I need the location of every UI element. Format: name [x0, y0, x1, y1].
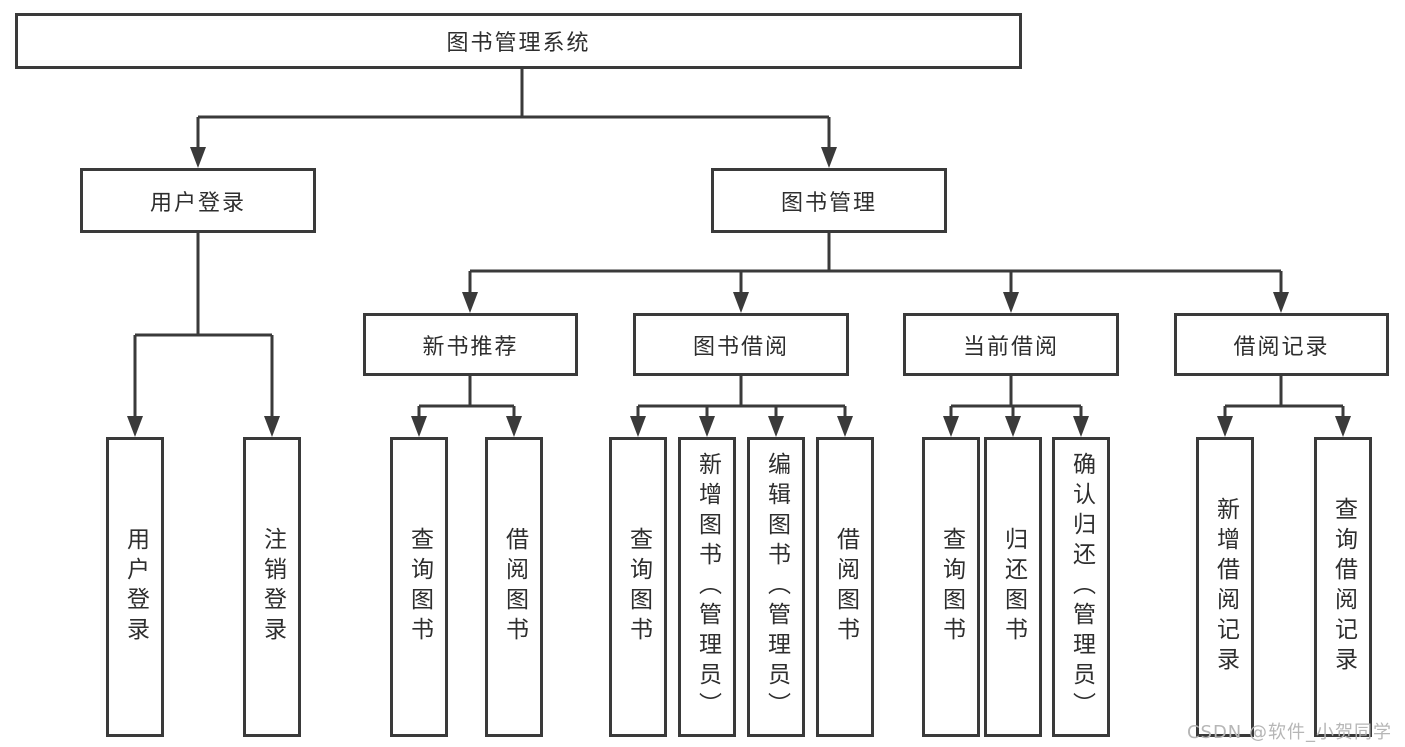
leaf-borrow-books: 借阅图书: [816, 437, 874, 737]
node-current-borrowing: 当前借阅: [903, 313, 1119, 376]
leaf-confirm-return-admin: 确认归还（管理员）: [1052, 437, 1110, 737]
leaf-borrow-books-recommend: 借阅图书: [485, 437, 543, 737]
leaf-label: 注销登录: [259, 527, 286, 647]
leaf-label: 用户登录: [122, 527, 149, 647]
leaf-label: 查询借阅记录: [1330, 497, 1357, 677]
leaf-add-borrow-record: 新增借阅记录: [1196, 437, 1254, 737]
leaf-label: 查询图书: [406, 527, 433, 647]
leaf-query-books-recommend: 查询图书: [390, 437, 448, 737]
leaf-label: 确认归还（管理员）: [1068, 452, 1095, 722]
leaf-label: 新增图书（管理员）: [694, 452, 721, 722]
leaf-label: 查询图书: [625, 527, 652, 647]
node-new-book-recommend: 新书推荐: [363, 313, 578, 376]
node-borrowing-records: 借阅记录: [1174, 313, 1389, 376]
node-book-borrowing: 图书借阅: [633, 313, 849, 376]
leaf-label: 借阅图书: [832, 527, 859, 647]
leaf-return-books: 归还图书: [984, 437, 1042, 737]
node-user-login: 用户登录: [80, 168, 316, 233]
csdn-watermark: CSDN @软件_小贺同学: [1186, 722, 1392, 743]
leaf-label: 查询图书: [938, 527, 965, 647]
node-book-management: 图书管理: [711, 168, 947, 233]
leaf-label: 新增借阅记录: [1212, 497, 1239, 677]
leaf-query-books-current: 查询图书: [922, 437, 980, 737]
leaf-add-books-admin: 新增图书（管理员）: [678, 437, 736, 737]
node-library-management-system: 图书管理系统: [15, 13, 1022, 69]
leaf-logout: 注销登录: [243, 437, 301, 737]
leaf-label: 编辑图书（管理员）: [763, 452, 790, 722]
leaf-edit-books-admin: 编辑图书（管理员）: [747, 437, 805, 737]
leaf-label: 借阅图书: [501, 527, 528, 647]
leaf-label: 归还图书: [1000, 527, 1027, 647]
leaf-user-login: 用户登录: [106, 437, 164, 737]
leaf-query-borrow-record: 查询借阅记录: [1314, 437, 1372, 737]
arrowheads: [127, 147, 1351, 437]
leaf-query-books-borrow: 查询图书: [609, 437, 667, 737]
